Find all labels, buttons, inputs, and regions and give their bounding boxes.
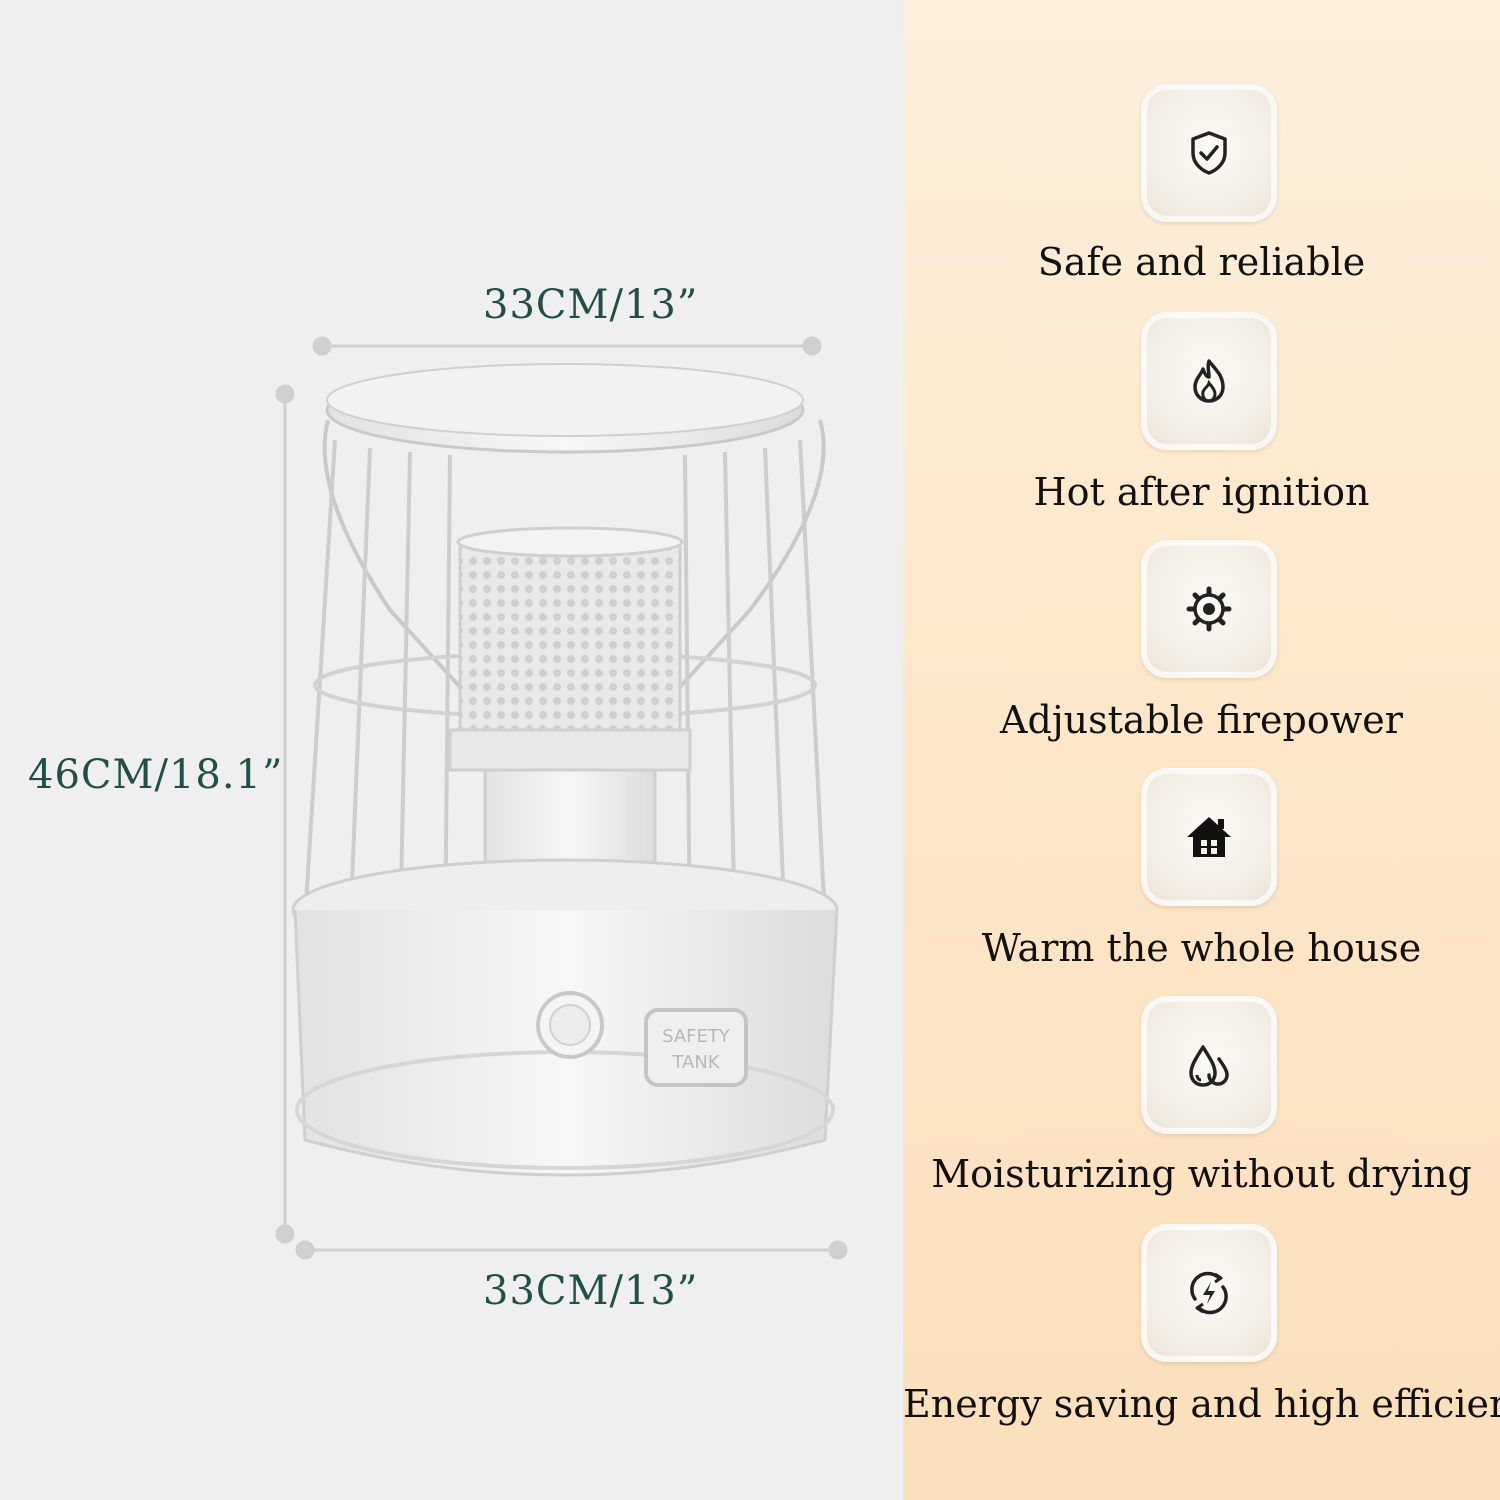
heater-illustration: SAFETY TANK bbox=[291, 363, 839, 1177]
width-bottom-label: 33CM/13” bbox=[483, 1268, 699, 1314]
feature-icon-tile bbox=[1141, 768, 1277, 906]
feature-list: Safe and reliable Hot after ignition Adj… bbox=[903, 0, 1500, 1500]
feature-label: Safe and reliable bbox=[1037, 240, 1366, 284]
energy-cycle-icon bbox=[1190, 1271, 1228, 1315]
feature-icon-tile bbox=[1141, 996, 1277, 1134]
feature-label: Hot after ignition bbox=[1033, 470, 1370, 514]
water-drops-icon bbox=[1189, 1045, 1229, 1087]
badge-line2: TANK bbox=[671, 1052, 720, 1073]
feature-icon-tile bbox=[1141, 312, 1277, 450]
shield-check-icon bbox=[1191, 131, 1227, 175]
carry-handle bbox=[322, 419, 492, 722]
house-icon bbox=[1187, 817, 1231, 857]
feature-label: Warm the whole house bbox=[981, 926, 1422, 970]
feature-label: Energy saving and high efficiency bbox=[903, 1382, 1500, 1426]
dimension-lines bbox=[275, 336, 848, 1260]
height-dimension-endpoint bbox=[275, 384, 295, 404]
feature-icon-tile bbox=[1141, 84, 1277, 222]
width-top-label: 33CM/13” bbox=[483, 282, 699, 328]
feature-label: Adjustable firepower bbox=[1000, 698, 1403, 742]
top-dimension-endpoint bbox=[802, 336, 822, 356]
safety-tank-badge bbox=[644, 1008, 748, 1087]
feature-icon-tile bbox=[1141, 1224, 1277, 1362]
height-dimension-endpoint bbox=[275, 1224, 295, 1244]
top-dimension-endpoint bbox=[312, 336, 332, 356]
burner-chimney bbox=[458, 538, 682, 752]
bottom-dimension-endpoint bbox=[828, 1240, 848, 1260]
bottom-dimension-endpoint bbox=[295, 1240, 315, 1260]
gear-icon bbox=[1186, 586, 1232, 632]
badge-line1: SAFETY bbox=[662, 1026, 731, 1047]
feature-icon-tile bbox=[1141, 540, 1277, 678]
height-label: 46CM/18.1” bbox=[28, 752, 284, 798]
flame-icon bbox=[1193, 359, 1225, 403]
feature-label: Moisturizing without drying bbox=[931, 1152, 1472, 1196]
